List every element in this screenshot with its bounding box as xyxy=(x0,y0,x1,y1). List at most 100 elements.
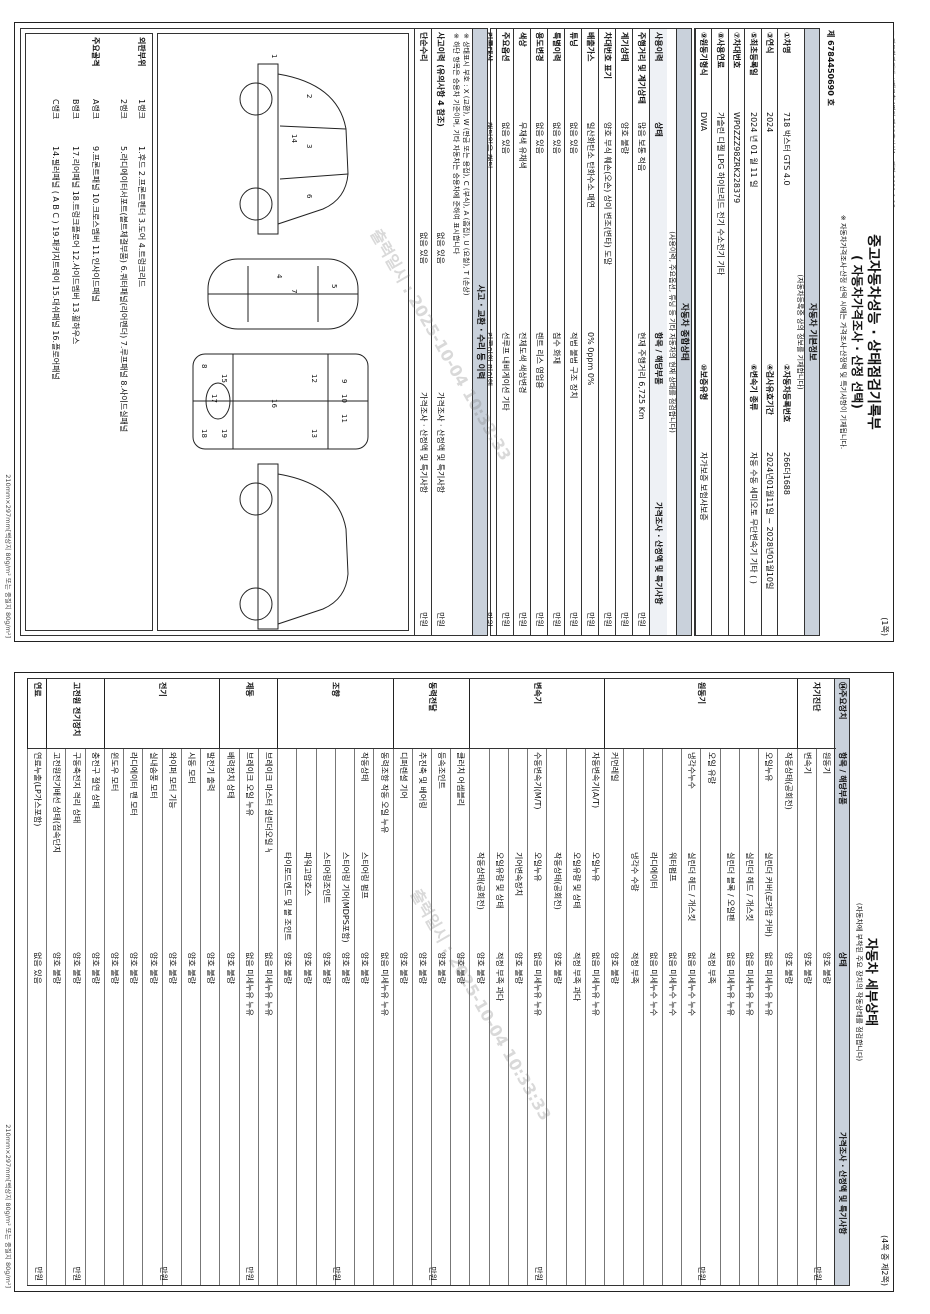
detail-sub xyxy=(182,849,201,952)
detail-sub xyxy=(798,849,817,952)
detail-part xyxy=(471,749,490,852)
overall-state-label: 주요옵션 xyxy=(501,32,510,62)
detail-part: 원동기 xyxy=(822,752,831,775)
car-part-number: 5 xyxy=(330,284,338,289)
detail-unit: 만원 xyxy=(245,1266,255,1281)
detail-part: 충전구 절연 상태 xyxy=(90,752,100,809)
overall-state-extra: 현재 주행거리 6,725 Km xyxy=(637,332,646,420)
overall-state-unit: 만원 xyxy=(569,612,578,627)
frame-a: A랭크 xyxy=(91,99,100,120)
detail-sub xyxy=(124,849,143,952)
detail-sub xyxy=(143,849,162,952)
car-part-number: 11 xyxy=(340,414,348,423)
basic-info-value-2: 266더1688 xyxy=(782,452,791,495)
car-part-number: 15 xyxy=(220,374,228,383)
detail-sub xyxy=(201,849,220,952)
overall-state-label: 배출가스 xyxy=(586,32,595,62)
detail-unit: 만원 xyxy=(428,1266,438,1281)
detail-state: 없음 미세누유 누유 xyxy=(379,952,389,1016)
detail-group-name: 고전원 전기장치 xyxy=(47,679,105,749)
detail-part xyxy=(509,749,528,852)
detail-header-1: 항목 / 해당부품 xyxy=(838,752,847,805)
detail-sub: 작동상태(공회전) xyxy=(475,852,485,910)
detail-unit: 만원 xyxy=(533,1266,543,1281)
accident-label: 단순수리 xyxy=(419,32,428,62)
detail-row: 작동상태(공회전)양호 불량 xyxy=(546,749,567,1285)
outer-rank2-items: 5.라디에이터서포트(볼트체결부품) 6.쿼터패널(리어펜더) 7.루프패널 8… xyxy=(119,146,128,433)
detail-part: 발전기 출력 xyxy=(206,752,216,792)
outer-panel-title: 외판부위 xyxy=(137,37,146,67)
detail-part: 수동변속기(M/T) xyxy=(533,752,543,810)
detail-state: 양호 불량 xyxy=(360,952,370,984)
overall-state-unit: 만원 xyxy=(501,612,510,627)
basic-info-value: 2024 년 01 월 11 일 xyxy=(749,112,758,188)
basic-info-label-2: ⑥변속기 종류 xyxy=(749,364,758,411)
overall-state-extra: 적법 불법 구조 장치 xyxy=(569,332,578,399)
detail-part: 클러치 어셈블리 xyxy=(456,752,466,807)
detail-part: 연료누출(LP가스포함) xyxy=(33,752,43,827)
detail-group-name: 제동 xyxy=(220,679,279,749)
basic-info-label-2: ④검사유효기간 xyxy=(765,364,775,415)
detail-state: 없음 미세누유 누유 xyxy=(264,952,274,1016)
overall-state-title: 자동차 종합상태 xyxy=(676,29,691,635)
overall-state-extra: 선루프 내비게이션 기타 xyxy=(501,332,510,411)
detail-state: 없음 미세누수 누수 xyxy=(668,952,678,1016)
overall-state-unit: 만원 xyxy=(637,612,646,627)
detail-state: 양호 불량 xyxy=(90,952,100,984)
car-part-number: 13 xyxy=(310,429,318,438)
detail-state: 없음 미세누유 누유 xyxy=(591,952,601,1016)
accident-unit: 만원 xyxy=(436,612,445,627)
detail-sub: 실린더 블록 / 오일팬 xyxy=(725,852,735,922)
detail-sub: 작동상태(공회전) xyxy=(552,852,562,910)
detail-part: 실내송풍 모터 xyxy=(148,752,158,799)
detail-part: 배력장치 상태 xyxy=(225,752,235,799)
car-part-number: 17 xyxy=(210,394,218,403)
left-sheet-subtitle: ( 자동차가격조사 · 산정 선택) xyxy=(850,255,864,409)
detail-sub xyxy=(817,849,836,952)
right-sheet: 자동차 세부상태 (자동차에 부착된 주요 장치의 작동상태를 점검합니다) (… xyxy=(4,672,894,1302)
detail-sub xyxy=(105,849,124,952)
detail-header-0: ⑭주요장치 xyxy=(838,682,847,720)
frame-c-items: 14.필러패널 ( A B C ) 19.패키지트레이 15.대쉬패널 16.플… xyxy=(51,146,60,380)
overall-state-label: 튜닝 xyxy=(569,32,578,47)
detail-sub: 워터펌프 xyxy=(668,852,678,882)
detail-state: 양호 불량 xyxy=(52,952,62,984)
detail-sub: 실린더 커버(로커암 커버) xyxy=(764,852,774,937)
car-part-number: 3 xyxy=(305,144,313,149)
detail-part xyxy=(644,749,663,852)
detail-row: 고전원전기배선 상태(접속단자, 피복, 보호기구)양호 불량 xyxy=(46,749,67,1285)
detail-state: 양호 불량 xyxy=(302,952,312,984)
basic-info-value: DWA xyxy=(699,112,709,132)
detail-state: 적정 부족 xyxy=(629,952,639,984)
detail-part: 오일 유량 xyxy=(706,752,716,784)
basic-info-value: 718 박스터 GTS 4.0 xyxy=(782,112,791,186)
detail-state: 없음 미세누수 누수 xyxy=(687,952,697,1016)
car-part-number: 9 xyxy=(340,379,348,384)
detail-sub: 오일유량 및 상태 xyxy=(571,852,581,909)
detail-state: 없음 미세누수 누수 xyxy=(648,952,658,1016)
detail-sub xyxy=(28,849,47,952)
detail-state: 양호 불량 xyxy=(167,952,177,984)
detail-group-name: 연료 xyxy=(28,679,48,749)
detail-state: 양호 불량 xyxy=(398,952,408,984)
overall-state-header-cell: 항목 / 해당부품 xyxy=(654,332,663,385)
